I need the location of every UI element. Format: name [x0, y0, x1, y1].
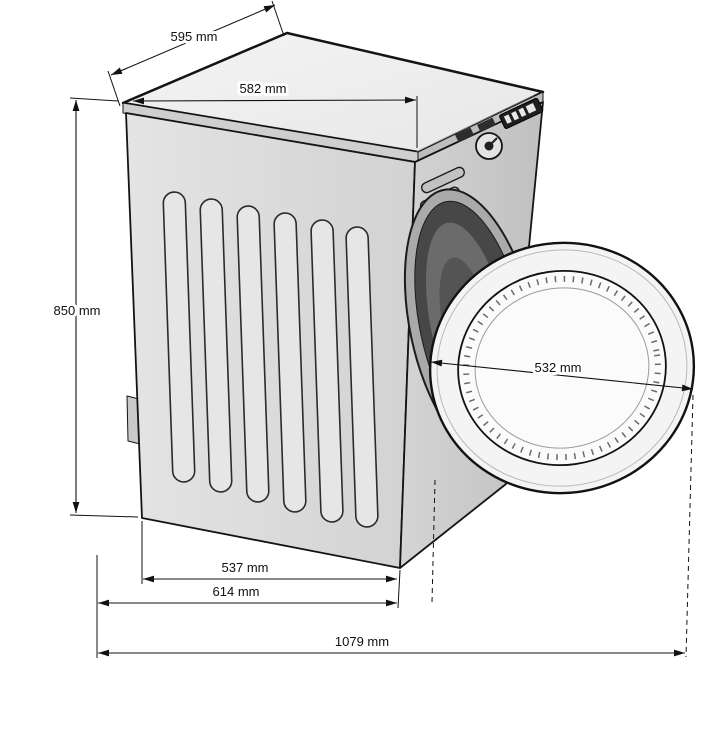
door-open-projection-line: [685, 394, 694, 658]
door-tick-ring: [463, 275, 661, 461]
dimensions: 595 mm 582 mm 850 mm 532 mm 537 mm: [51, 0, 694, 658]
dimension-label-850: 850 mm: [54, 303, 101, 318]
rib-slot: [199, 198, 233, 493]
rib-slot: [310, 219, 344, 523]
dimension-label-532: 532 mm: [535, 360, 582, 375]
dimension-595: 595 mm: [107, 0, 285, 107]
dimension-label-1079: 1079 mm: [335, 634, 389, 649]
dimension-1079: 1079 mm: [98, 394, 694, 658]
dimension-850: 850 mm: [51, 97, 139, 518]
control-panel: [455, 97, 544, 160]
rib-slot: [345, 226, 379, 528]
panel-button: [477, 117, 496, 133]
panel-button: [455, 127, 474, 143]
dimension-614: 614 mm: [96, 555, 397, 658]
rib-slot: [236, 205, 270, 503]
dimension-label-537: 537 mm: [222, 560, 269, 575]
door-edge-projection-line: [431, 479, 436, 603]
rib-slot: [162, 191, 196, 483]
dimension-label-582: 582 mm: [240, 81, 287, 96]
vent-slot: [420, 166, 466, 194]
knob-pointer: [488, 137, 498, 147]
dimension-582: 582 mm: [132, 78, 418, 148]
display-segments: [503, 103, 537, 124]
dimension-label-614: 614 mm: [213, 584, 260, 599]
rib-slot: [273, 212, 307, 513]
dimension-label-595: 595 mm: [171, 29, 218, 44]
dimension-537: 537 mm: [141, 521, 401, 609]
rib-slots: [162, 191, 379, 528]
dimension-532: 532 mm: [430, 357, 694, 392]
